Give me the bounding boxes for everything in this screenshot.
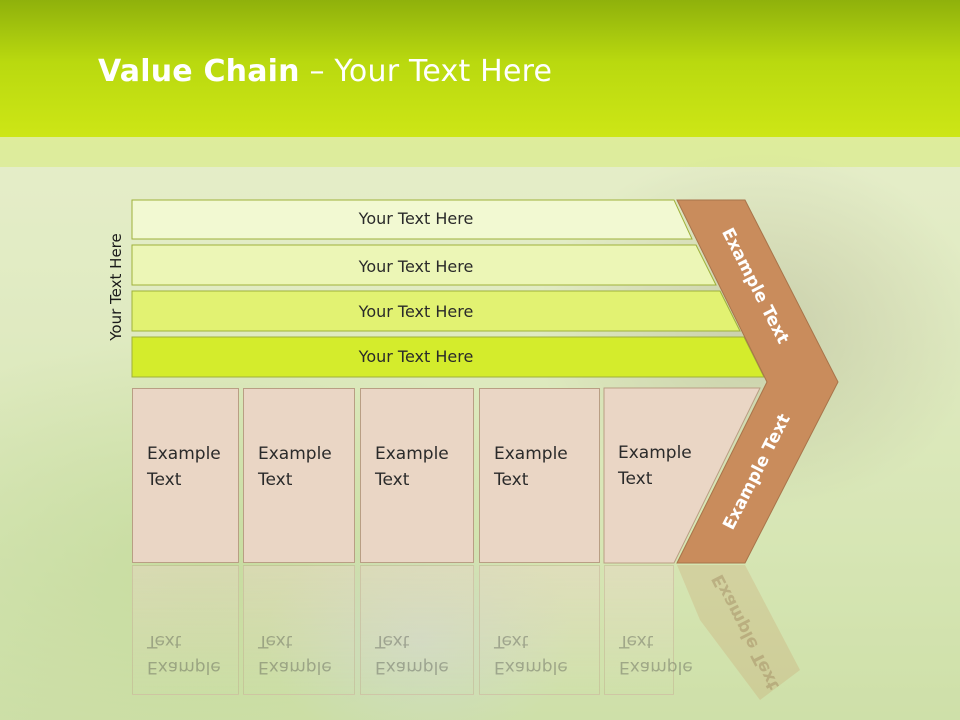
row-label-1: Your Text Here [358,209,474,228]
primary-box-5: Example Text [604,388,692,563]
support-row-1 [131,199,693,240]
primary-box-2-label: Example Text [258,444,332,490]
chevron-reflection [677,565,800,700]
primary-box-2-reflection-label: Example Text [258,631,332,677]
support-row-3 [131,290,741,332]
primary-box-4: Example Text [479,388,600,563]
primary-box-1: Example Text [132,388,239,563]
primary-box-5-reflection: Example Text [604,565,693,695]
primary-box-3-reflection-label: Example Text [375,631,449,677]
primary-box-3-reflection: Example Text [360,565,474,695]
slide-title-rest: – Your Text Here [299,54,553,89]
support-row-2 [131,244,717,286]
primary-box-5-shape [603,387,761,564]
row-label-2: Your Text Here [358,257,474,276]
primary-box-2: Example Text [243,388,355,563]
primary-box-4-reflection: Example Text [479,565,600,695]
row-label-4: Your Text Here [358,347,474,366]
slide-title-bold: Value Chain [98,54,300,89]
primary-box-5-label: Example Text [618,443,692,489]
primary-box-4-label: Example Text [494,444,568,490]
primary-box-3-label: Example Text [375,444,449,490]
primary-box-2-reflection: Example Text [243,565,355,695]
chevron-arrow [676,199,839,564]
title-bar [0,0,960,137]
row-label-3: Your Text Here [358,302,474,321]
primary-box-1-label: Example Text [147,444,221,490]
slide-title: Value Chain – Your Text Here [98,54,552,89]
primary-box-3: Example Text [360,388,474,563]
primary-box-1-reflection: Example Text [132,565,239,695]
title-bar-band [0,137,960,167]
primary-box-1-reflection-label: Example Text [147,631,221,677]
primary-box-4-reflection-label: Example Text [494,631,568,677]
primary-box-5-reflection-label: Example Text [619,631,693,677]
